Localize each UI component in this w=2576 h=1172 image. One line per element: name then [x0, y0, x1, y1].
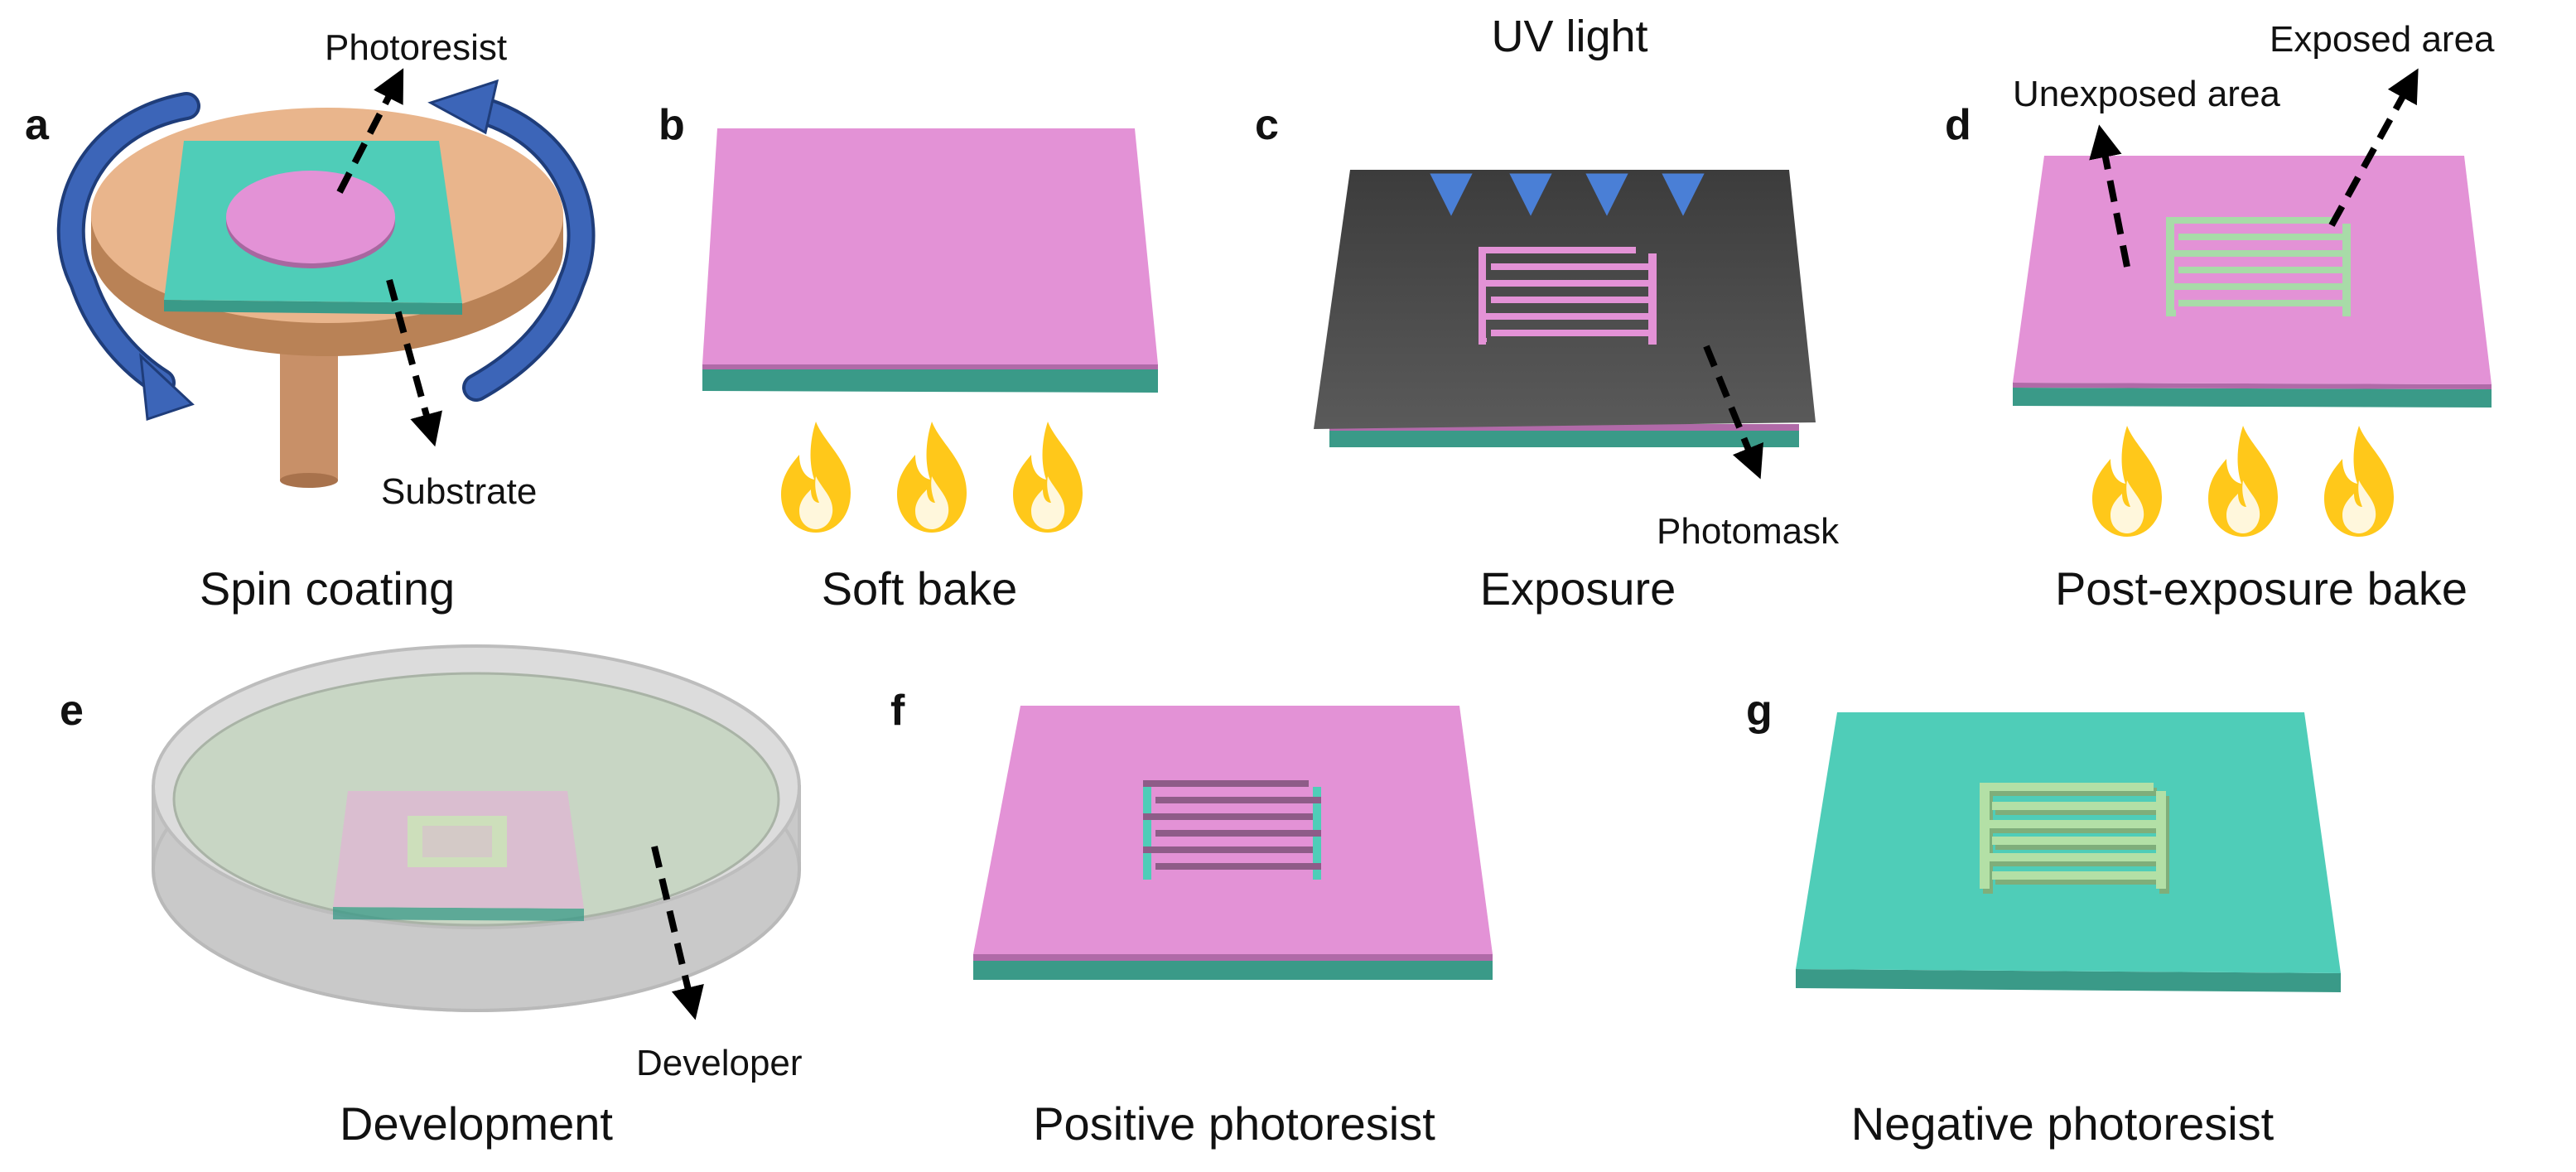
panel-letter-f: f — [890, 687, 905, 735]
bare-substrate — [1796, 712, 2341, 992]
dashed-arrow-icon — [386, 278, 442, 447]
coated-substrate — [973, 706, 1493, 980]
panel-a: a Photo — [25, 27, 596, 615]
flame-icon — [2208, 426, 2278, 537]
dashed-arrow-icon — [2089, 124, 2130, 268]
rotation-arrow-icon — [56, 79, 596, 422]
substrate-edge — [1329, 431, 1799, 447]
dashed-arrow-icon — [651, 846, 704, 1020]
panel-d: d Unexposed area Exposed area Post-expos… — [1945, 19, 2495, 615]
panel-letter-d: d — [1945, 101, 1971, 149]
flame-icon — [781, 422, 851, 533]
panel-f: f Positive photoresist — [890, 687, 1493, 1150]
remaining-resist-pattern — [1980, 783, 2169, 894]
caption-c: Exposure — [1480, 562, 1676, 615]
dashed-arrow-icon — [336, 68, 404, 194]
substrate-label: Substrate — [381, 471, 537, 512]
panel-letter-b: b — [658, 101, 685, 149]
caption-d: Post-exposure bake — [2055, 562, 2467, 615]
panel-e: e Developer Development — [60, 644, 803, 1150]
flame-icon — [2324, 426, 2394, 537]
panel-letter-a: a — [25, 101, 50, 149]
caption-f: Positive photoresist — [1033, 1097, 1435, 1150]
dashed-arrow-icon — [1703, 345, 1763, 480]
caption-e: Development — [340, 1097, 613, 1150]
flame-icon — [897, 422, 967, 533]
mask-pattern — [1479, 247, 1657, 345]
caption-b: Soft bake — [822, 562, 1018, 615]
photoresist-label: Photoresist — [325, 27, 507, 68]
dashed-arrow-icon — [2328, 68, 2419, 227]
flame-icon — [1013, 422, 1083, 533]
panel-b: b Soft bake — [658, 101, 1158, 615]
developed-trenches — [1143, 780, 1321, 880]
unexposed-area-label: Unexposed area — [2013, 74, 2280, 114]
photoresist-puddle — [226, 171, 395, 268]
panel-g: g — [1746, 687, 2341, 1150]
panel-letter-e: e — [60, 687, 84, 735]
flame-icon — [2092, 426, 2162, 537]
exposed-pattern — [2166, 217, 2351, 316]
panel-c: c UV light Photomask Exposure — [1255, 12, 1840, 615]
caption-g: Negative photoresist — [1851, 1097, 2275, 1150]
panel-letter-g: g — [1746, 687, 1773, 735]
substrate-in-developer — [333, 791, 584, 921]
coated-substrate — [702, 128, 1158, 393]
panel-letter-c: c — [1255, 101, 1279, 149]
uv-light-label: UV light — [1491, 12, 1647, 61]
coated-substrate — [2013, 156, 2492, 408]
developer-label: Developer — [636, 1043, 803, 1083]
caption-a: Spin coating — [200, 562, 455, 615]
exposed-area-label: Exposed area — [2270, 19, 2495, 60]
uv-arrow-icon — [1430, 91, 1705, 216]
photomask-label: Photomask — [1657, 511, 1840, 552]
